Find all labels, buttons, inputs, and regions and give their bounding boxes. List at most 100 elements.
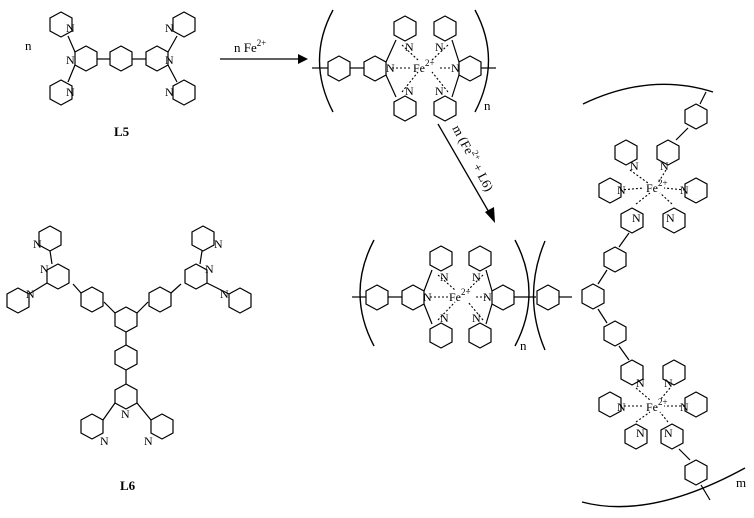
reaction-arrow-1: n Fe2+ — [220, 38, 308, 64]
n-atom: N — [33, 237, 42, 251]
central-pyridine — [656, 139, 680, 166]
n-atom: N — [405, 84, 414, 98]
n-atom: N — [205, 262, 214, 276]
pyridine-ring — [468, 245, 492, 272]
n-atom: N — [165, 21, 174, 35]
n-atom: N — [617, 183, 626, 197]
central-pyridine — [620, 359, 644, 386]
n-atom: N — [472, 270, 481, 284]
arrow1-label: n Fe2+ — [234, 38, 266, 55]
n-atom: N — [423, 290, 432, 304]
central-pyridine — [363, 55, 387, 82]
n-atom: N — [680, 400, 689, 414]
pyridine-ring — [228, 287, 252, 314]
phenylene-ring — [603, 320, 627, 347]
pyridine-ring — [172, 79, 196, 106]
phenylene-ring — [114, 344, 138, 371]
n-atom: N — [440, 270, 449, 284]
central-pyridine — [620, 207, 644, 234]
pyridine-ring — [429, 322, 453, 349]
n-atom: N — [165, 53, 174, 67]
n-atom: N — [66, 85, 75, 99]
pyridine-ring — [684, 177, 708, 204]
bracket-left — [318, 9, 334, 113]
fe-center: Fe2+ — [413, 58, 435, 75]
bracket-left — [359, 239, 375, 347]
repeat-n-top: n — [484, 98, 491, 113]
n-atom: N — [100, 434, 109, 448]
fe-center-lower: Fe2+ — [646, 397, 668, 414]
pyridine-ring — [433, 15, 457, 42]
phenylene-ring — [684, 459, 708, 486]
n-atom: N — [664, 376, 673, 390]
phenylene-ring — [684, 103, 708, 130]
label-l5: L5 — [114, 124, 130, 139]
ligand-l5-structure: n N N N N N N L5 — [25, 11, 196, 139]
n-atom: N — [66, 21, 75, 35]
fe-center-upper: Fe2+ — [646, 178, 668, 195]
n-atom: N — [483, 290, 492, 304]
n-atom: N — [666, 211, 675, 225]
n-atom: N — [121, 407, 130, 421]
n-atom: N — [405, 40, 414, 54]
pyridine-ring — [49, 79, 73, 106]
pyridine-ring — [150, 413, 174, 440]
fe-center: Fe2+ — [449, 287, 471, 304]
linear-polymer-top: n Fe2+ N N N N N N — [312, 9, 496, 122]
n-atom: N — [66, 53, 75, 67]
n-atom: N — [26, 287, 35, 301]
n-atom: N — [636, 426, 645, 440]
n-atom: N — [165, 85, 174, 99]
central-pyridine — [491, 284, 515, 311]
ligand-l6-structure: N N N N N N N N N L6 — [6, 225, 252, 493]
n-atom: N — [630, 159, 639, 173]
phenylene-ring — [365, 284, 389, 311]
n-atom: N — [617, 400, 626, 414]
phenylene-ring — [148, 286, 172, 313]
pyridine-ring — [38, 225, 62, 252]
central-pyridine — [184, 263, 208, 290]
central-benzene — [114, 306, 138, 333]
n-atom: N — [664, 426, 673, 440]
bracket-bottom-m — [581, 467, 746, 508]
central-benzene — [581, 283, 605, 310]
n-atom: N — [451, 61, 460, 75]
pyridine-ring — [191, 225, 215, 252]
n-atom: N — [440, 311, 449, 325]
n-atom: N — [220, 287, 229, 301]
pyridine-ring — [614, 139, 638, 166]
pyridine-ring — [662, 359, 686, 386]
repeat-m: m — [736, 475, 746, 490]
n-atom: N — [144, 434, 153, 448]
bracket-top-m — [582, 83, 714, 105]
n-atom: N — [472, 311, 481, 325]
stoich-n: n — [25, 38, 32, 53]
bracket-left-m — [532, 240, 546, 351]
network-polymer: n Fe2+ N N N N N N m — [352, 83, 746, 508]
central-pyridine — [401, 284, 425, 311]
pyridine-ring — [393, 15, 417, 42]
central-pyridine — [458, 55, 482, 82]
n-atom: N — [386, 61, 395, 75]
pyridine-ring — [172, 11, 196, 38]
pyridine-ring — [429, 245, 453, 272]
n-atom: N — [214, 237, 223, 251]
phenylene-ring — [603, 246, 627, 273]
phenylene-ring — [80, 286, 104, 313]
central-pyridine — [46, 263, 70, 290]
bracket-right — [514, 239, 530, 347]
phenylene-ring — [327, 55, 351, 82]
phenylene-ring — [536, 284, 560, 311]
n-atom: N — [660, 159, 669, 173]
n-atom: N — [632, 211, 641, 225]
n-atom: N — [636, 376, 645, 390]
pyridine-ring — [433, 95, 457, 122]
pyridine-ring — [468, 322, 492, 349]
central-pyridine — [660, 423, 684, 450]
n-atom: N — [435, 84, 444, 98]
central-pyridine — [114, 383, 138, 410]
n-atom: N — [40, 262, 49, 276]
pyridine-ring — [662, 207, 686, 234]
